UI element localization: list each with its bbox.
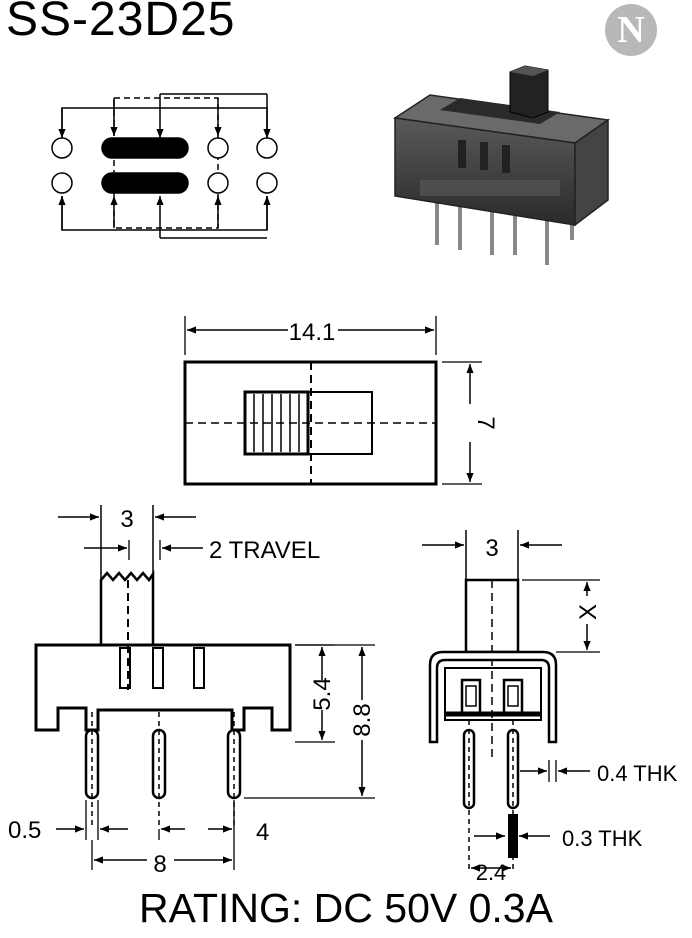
switch-product-image (392, 65, 610, 265)
part-number-title: SS-23D25 (6, 0, 236, 46)
overall-height-label: 8.8 (349, 703, 376, 736)
pin-width-label: 0.5 (8, 817, 41, 844)
frame-thickness-label: 0.4 THK (597, 761, 678, 786)
top-view-width-label: 14.1 (289, 319, 336, 346)
side-view (34, 505, 375, 870)
brand-logo-letter: N (617, 9, 645, 51)
circuit-schematic (51, 93, 278, 239)
end-knob-width-label: 3 (485, 535, 498, 562)
travel-label: 2 TRAVEL (209, 537, 320, 564)
pin-span-label: 8 (153, 851, 166, 878)
end-view (422, 530, 600, 872)
knob-height-label: X (575, 604, 602, 620)
pin-pitch-label: 4 (256, 819, 269, 846)
side-knob-width-label: 3 (120, 506, 133, 533)
brand-logo: N (605, 4, 657, 56)
top-view (183, 316, 482, 486)
row-spacing-label: 2.4 (476, 860, 507, 885)
rating-text: RATING: DC 50V 0.3A (139, 885, 553, 931)
body-height-label: 5.4 (309, 677, 336, 710)
top-view-height-label: 7 (472, 416, 499, 429)
pin-thickness-label: 0.3 THK (562, 826, 643, 851)
